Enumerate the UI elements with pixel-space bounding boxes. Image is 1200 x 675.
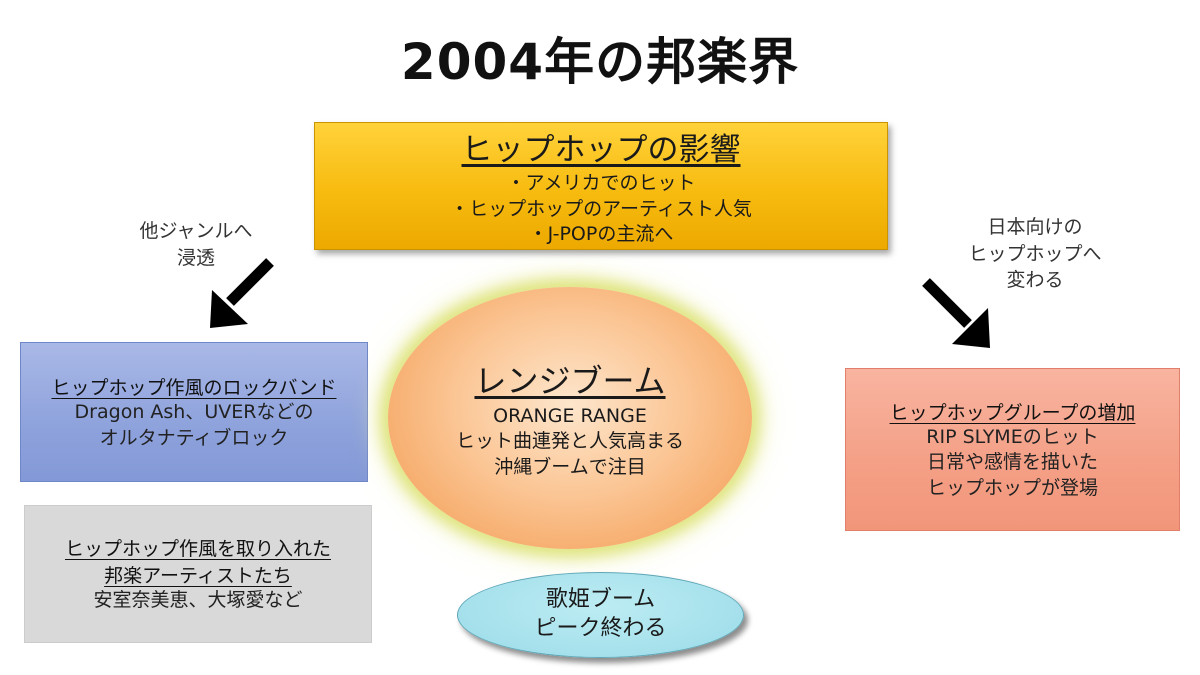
hiphop-groups-line: 日常や感情を描いた bbox=[926, 451, 1098, 474]
note-line: 日本向けの bbox=[987, 216, 1083, 238]
utahime-line: ピーク終わる bbox=[534, 616, 667, 641]
artists-box: ヒップホップ作風を取り入れた 邦楽アーティストたち 安室奈美恵、大塚愛など bbox=[24, 505, 372, 643]
artists-heading: ヒップホップ作風を取り入れた bbox=[64, 538, 331, 561]
hiphop-groups-box: ヒップホップグループの増加 RIP SLYMEのヒット 日常や感情を描いた ヒッ… bbox=[845, 368, 1180, 531]
hiphop-groups-line: RIP SLYMEのヒット bbox=[926, 425, 1099, 448]
hiphop-influence-heading: ヒップホップの影響 bbox=[461, 132, 741, 169]
note-line: ヒップホップへ bbox=[968, 242, 1102, 265]
rock-bands-box: ヒップホップ作風のロックバンド Dragon Ash、UVERなどの オルタナテ… bbox=[20, 342, 368, 482]
note-line: 他ジャンルへ bbox=[139, 220, 253, 242]
hiphop-influence-line: ・J-POPの主流へ bbox=[528, 223, 674, 246]
hiphop-influence-box: ヒップホップの影響 ・アメリカでのヒット ・ヒップホップのアーティスト人気 ・J… bbox=[314, 122, 888, 250]
range-boom-line: ヒット曲連発と人気高まる bbox=[455, 430, 684, 453]
rock-bands-line: Dragon Ash、UVERなどの bbox=[74, 400, 314, 423]
range-boom-heading: レンジブーム bbox=[474, 361, 666, 400]
arrow-down-right-icon bbox=[922, 278, 990, 348]
utahime-boom-ellipse: 歌姫ブーム ピーク終わる bbox=[457, 572, 744, 658]
utahime-line: 歌姫ブーム bbox=[545, 587, 656, 613]
arrow-down-left-icon bbox=[210, 258, 274, 328]
note-line: 変わる bbox=[1006, 269, 1064, 292]
range-boom-ellipse: レンジブーム ORANGE RANGE ヒット曲連発と人気高まる 沖縄ブームで注… bbox=[388, 287, 752, 549]
note-other-genres: 他ジャンルへ 浸透 bbox=[128, 218, 264, 271]
artists-line: 安室奈美恵、大塚愛など bbox=[93, 589, 303, 612]
range-boom-line: 沖縄ブームで注目 bbox=[494, 455, 646, 478]
rock-bands-line: オルタナティブロック bbox=[99, 426, 289, 449]
hiphop-influence-line: ・ヒップホップのアーティスト人気 bbox=[450, 197, 752, 220]
hiphop-groups-line: ヒップホップが登場 bbox=[926, 476, 1098, 499]
hiphop-influence-line: ・アメリカでのヒット bbox=[506, 172, 696, 195]
note-line: 浸透 bbox=[176, 246, 215, 269]
hiphop-groups-heading: ヒップホップグループの増加 bbox=[889, 401, 1136, 424]
range-boom-line: ORANGE RANGE bbox=[493, 404, 647, 427]
note-japanese-hiphop: 日本向けの ヒップホップへ 変わる bbox=[950, 214, 1120, 294]
rock-bands-heading: ヒップホップ作風のロックバンド bbox=[51, 376, 337, 399]
page-title: 2004年の邦楽界 bbox=[400, 33, 800, 91]
artists-heading: 邦楽アーティストたち bbox=[104, 565, 292, 588]
